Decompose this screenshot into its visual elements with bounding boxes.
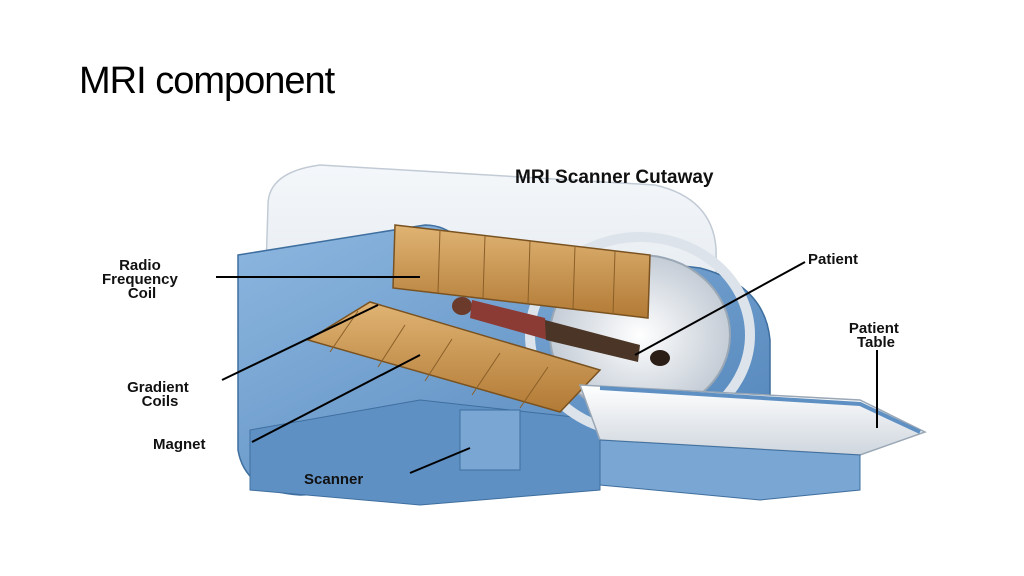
label-rf-coil: Radio Frequency Coil xyxy=(102,257,182,302)
leader-patient xyxy=(634,261,806,356)
patient-figure xyxy=(452,297,670,366)
label-patient-table: Patient Table xyxy=(849,320,903,351)
label-gradient-coils: Gradient Coils xyxy=(127,379,193,410)
leader-magnet xyxy=(251,354,421,443)
rf-coil-panel xyxy=(392,224,651,319)
slide-title: MRI component xyxy=(79,60,335,102)
gradient-coil-panel xyxy=(306,301,602,413)
leader-lines xyxy=(216,261,878,474)
scanner-base-panel xyxy=(459,409,521,471)
label-patient: Patient xyxy=(808,251,858,268)
patient-table-base xyxy=(599,439,861,501)
patient-table-rail xyxy=(599,386,921,434)
leader-gradient-coils xyxy=(221,304,379,381)
leader-scanner xyxy=(409,447,471,474)
rf-coil-segments xyxy=(437,229,616,315)
label-magnet: Magnet xyxy=(153,436,206,453)
label-scanner: Scanner xyxy=(304,471,363,488)
diagram-title: MRI Scanner Cutaway xyxy=(515,167,714,188)
